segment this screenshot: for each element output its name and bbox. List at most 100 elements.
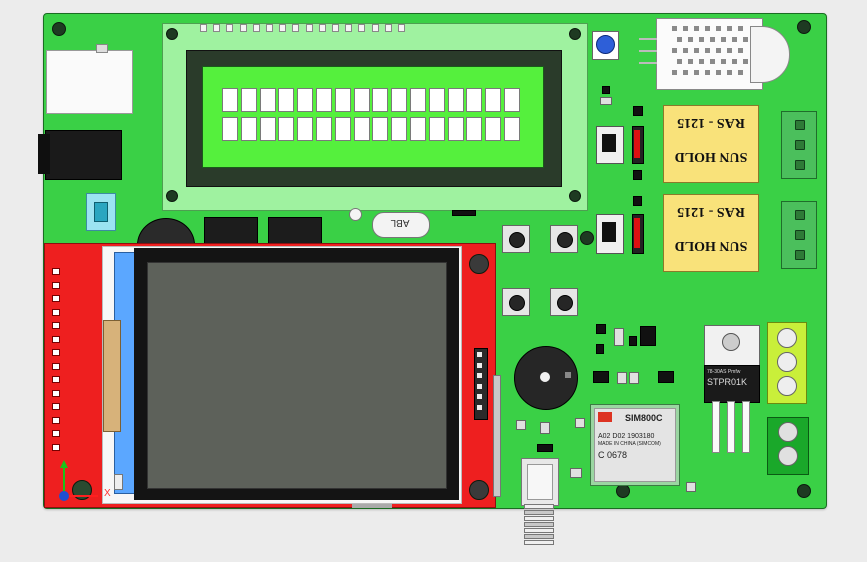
relay-2-model: RAS - 1215	[677, 204, 745, 219]
antenna-thread	[524, 504, 554, 550]
smd-capacitor	[575, 418, 585, 428]
dht-vent-hole	[672, 26, 677, 31]
dht-pin	[639, 62, 657, 64]
smd-ic	[640, 326, 656, 346]
lcd-header-pins	[200, 24, 420, 34]
indicator-led	[349, 208, 362, 221]
sd-header-pin	[477, 383, 482, 389]
lcd-char-cell	[391, 88, 408, 112]
push-button-4[interactable]	[550, 288, 578, 316]
mounting-hole	[52, 22, 66, 36]
dht-vent-hole	[683, 48, 688, 53]
tft-header-pin	[52, 416, 60, 424]
smd-resistor	[614, 328, 624, 346]
smd-resistor	[540, 422, 550, 434]
antenna-thread-ring	[524, 540, 554, 545]
lcd-header-pin	[358, 24, 366, 32]
lcd-char-cell	[297, 88, 314, 112]
dht-vent-hole	[694, 26, 699, 31]
lcd-char-cell	[334, 117, 351, 141]
usb-tab	[96, 44, 108, 53]
push-button-1[interactable]	[502, 225, 530, 253]
terminal-screw[interactable]	[778, 422, 798, 442]
dht-vent-hole	[699, 59, 704, 64]
regulator-lead	[712, 401, 720, 453]
push-button-cap	[509, 295, 525, 311]
dht-vent-hole	[672, 48, 677, 53]
lcd-header-pin	[398, 24, 405, 32]
regulator-lead	[727, 401, 735, 453]
push-button-cap	[509, 232, 525, 248]
smd-diode	[633, 106, 643, 116]
dht-vent-grid	[672, 26, 752, 82]
lcd-char-cell	[240, 117, 257, 141]
dht-vent-hole	[683, 26, 688, 31]
dht-vent-hole	[688, 59, 693, 64]
lcd-char-cell	[504, 117, 520, 141]
smd-resistor	[596, 344, 604, 354]
lcd-header-pin	[252, 24, 260, 32]
dc-power-jack	[45, 130, 122, 180]
tft-header-pin	[52, 322, 60, 329]
dht-vent-hole	[743, 37, 748, 42]
status-led-2-lens	[634, 218, 640, 248]
tft-mount-hole	[469, 480, 489, 500]
tft-bottom-pad	[352, 504, 392, 508]
smd-diode	[633, 196, 642, 206]
smd-transistor	[658, 371, 674, 383]
lcd-char-cell	[466, 88, 483, 112]
antenna-thread-ring	[524, 528, 554, 533]
terminal-slot	[795, 250, 805, 260]
terminal-screw[interactable]	[778, 446, 798, 466]
dht-vent-hole	[672, 70, 677, 75]
lcd-mount-hole	[166, 190, 178, 202]
optocoupler-2-body	[602, 222, 616, 242]
dht-vent-hole	[694, 70, 699, 75]
dht-vent-hole	[716, 70, 721, 75]
regulator-mount-hole	[722, 333, 740, 351]
lcd-char-cell	[297, 117, 314, 141]
push-button-cap	[557, 295, 573, 311]
lcd-char-cell	[334, 88, 351, 112]
lcd-char-cell	[316, 117, 332, 141]
optocoupler-1-body	[602, 134, 616, 152]
tft-header-pin	[52, 389, 60, 397]
smd-diode	[596, 324, 606, 334]
antenna-thread-ring	[524, 504, 554, 509]
lcd-char-cell	[316, 88, 332, 112]
buzzer-port	[540, 372, 550, 382]
tft-header-pin	[52, 403, 60, 410]
dht-vent-hole	[721, 37, 726, 42]
tft-header-pin	[52, 268, 60, 275]
tft-pin-header	[52, 268, 62, 464]
sd-header-pin	[477, 373, 482, 378]
gsm-model: SIM800C	[625, 413, 663, 423]
gsm-module-shield	[594, 408, 676, 482]
dht-vent-hole	[716, 48, 721, 53]
lcd-mount-hole	[166, 28, 178, 40]
smd-diode	[633, 170, 642, 180]
push-button-2[interactable]	[550, 225, 578, 253]
terminal-screw[interactable]	[777, 376, 797, 396]
regulator-lead	[742, 401, 750, 453]
dht-vent-hole	[677, 59, 682, 64]
relay-1: RAS - 1215 SUN HOLD	[663, 105, 759, 183]
dht-vent-hole	[732, 37, 737, 42]
sd-header-pin	[477, 394, 482, 399]
antenna-connector-face	[527, 464, 553, 500]
lcd-char-cell	[259, 117, 276, 141]
tft-screen	[147, 262, 447, 489]
smd-capacitor	[516, 420, 526, 430]
dht-vent-hole	[716, 26, 721, 31]
push-button-3[interactable]	[502, 288, 530, 316]
dht-vent-hole	[727, 48, 732, 53]
lcd-char-cell	[504, 88, 520, 112]
mounting-hole	[616, 484, 630, 498]
terminal-screw[interactable]	[777, 352, 797, 372]
terminal-screw[interactable]	[777, 328, 797, 348]
potentiometer-knob	[596, 35, 615, 54]
tft-mount-hole	[469, 254, 489, 274]
lcd-char-cell	[466, 117, 483, 141]
terminal-slot	[795, 230, 805, 240]
smd-capacitor	[686, 482, 696, 492]
